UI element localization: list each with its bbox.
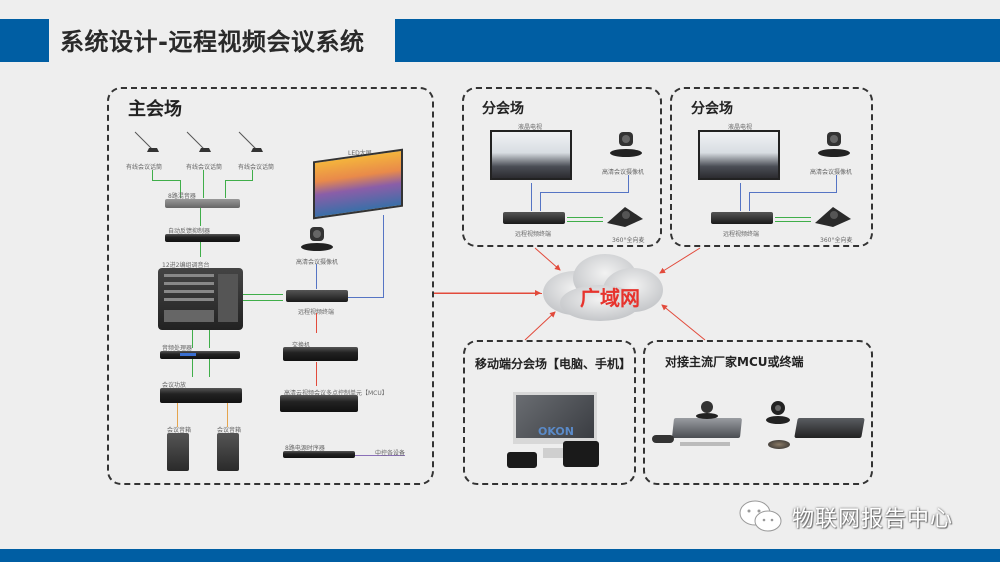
microphone-icon [134,131,159,152]
footer-bar [0,549,1000,562]
vendor-mic-1 [652,435,674,443]
microphone-icon [238,131,263,152]
branch-hall-1-panel [462,87,662,247]
branch-2-camera-label: 高清会议摄像机 [810,169,853,176]
phone-1 [507,452,537,468]
phone-2 [563,441,599,467]
branch-2-tv-label: 液晶电视 [728,124,753,131]
main-hall-panel [107,87,434,485]
mic-3-label: 有线会议话筒 [238,164,275,171]
microphone-3 [237,130,267,160]
mixer-8ch [165,199,240,208]
vendor-camera-2 [763,400,793,425]
power-sequencer [283,451,355,458]
microphone-1 [133,130,163,160]
video-terminal [286,290,348,302]
microphone-2 [185,130,215,160]
branch-hall-1-title: 分会场 [482,101,524,117]
camera-icon [696,401,718,419]
wan-label: 广域网 [580,286,640,310]
branch-1-conference-mic [605,205,645,229]
branch-2-conference-mic [813,205,853,229]
amplifier [160,388,242,403]
vendor-panel [643,340,873,485]
video-terminal-label: 远程视频终端 [298,307,334,316]
branch-1-tv-label: 液晶电视 [518,124,543,131]
speaker-2 [217,433,239,471]
vendor-terminal-1 [671,418,743,438]
branch-2-mic-label: 360°全向麦 [820,237,853,244]
branch-1-camera [608,130,644,160]
audio-processor [160,351,240,359]
speaker-2-label: 会议音箱 [217,427,242,434]
header-accent-right [395,19,1000,62]
switch-label: 交换机 [292,342,311,349]
branch-hall-2-panel [670,87,873,247]
amplifier-label: 会议功放 [162,382,187,389]
camera-icon [766,401,790,424]
watermark: 物联网报告中心 [738,500,953,534]
console-label: 12进2编组调音台 [162,262,210,269]
branch-1-mic-label: 360°全向麦 [612,237,645,244]
network-switch [283,347,358,361]
monitor-stand [543,448,567,458]
monitor-brand-text: OKON [538,425,574,438]
mixer-8ch-label: 8路混音器 [168,193,196,200]
audio-processor-label: 音频处理器 [162,345,193,352]
vendor-mic-2 [768,440,790,449]
camera-icon [301,227,333,251]
main-hall-title: 主会场 [128,99,182,120]
branch-1-tv [490,130,572,180]
speaker-1 [167,433,189,471]
wan-cloud-icon [543,254,663,321]
branch-1-terminal-label: 远程视频终端 [515,231,552,238]
vendor-camera-1 [695,400,719,420]
header-accent-left [0,19,49,62]
branch-1-terminal [503,212,565,224]
feedback-suppressor [165,234,240,242]
camera-icon [818,132,850,157]
hd-camera [298,225,336,253]
branch-1-camera-label: 高清会议摄像机 [602,169,645,176]
vendor-terminal-2 [794,418,865,438]
watermark-text: 物联网报告中心 [792,507,954,532]
page-title: 系统设计-远程视频会议系统 [60,28,365,56]
mcu-unit [280,395,358,412]
mobile-hall-title: 移动端分会场【电脑、手机】 [475,357,632,371]
power-target-label: 中控各设备 [375,450,406,457]
camera-icon [610,132,642,157]
feedback-suppressor-label: 自动反馈抑制器 [168,228,211,235]
mcu-label: 高清云视频会议多点控制单元【MCU】 [284,390,388,397]
power-sequencer-label: 8路电源时序器 [285,445,325,452]
led-screen-label: LED大屏 [348,150,372,157]
speaker-1-label: 会议音箱 [167,427,192,434]
mixing-console [158,268,243,330]
wechat-icon [739,500,782,532]
vendor-panel-title: 对接主流厂家MCU或终端 [665,355,804,369]
mic-2-label: 有线会议话筒 [186,164,223,171]
branch-hall-2-title: 分会场 [691,101,733,117]
branch-2-terminal [711,212,773,224]
desktop-monitor: OKON [513,392,597,444]
mic-1-label: 有线会议话筒 [126,164,163,171]
speakerphone-icon [607,207,643,227]
branch-2-tv [698,130,780,180]
branch-2-terminal-label: 远程视频终端 [723,231,760,238]
vendor-remote [680,442,730,446]
branch-2-camera [816,130,852,160]
mobile-hall-panel [463,340,636,485]
speakerphone-icon [815,207,851,227]
microphone-icon [186,131,211,152]
hd-camera-label: 高清会议摄像机 [296,259,339,266]
